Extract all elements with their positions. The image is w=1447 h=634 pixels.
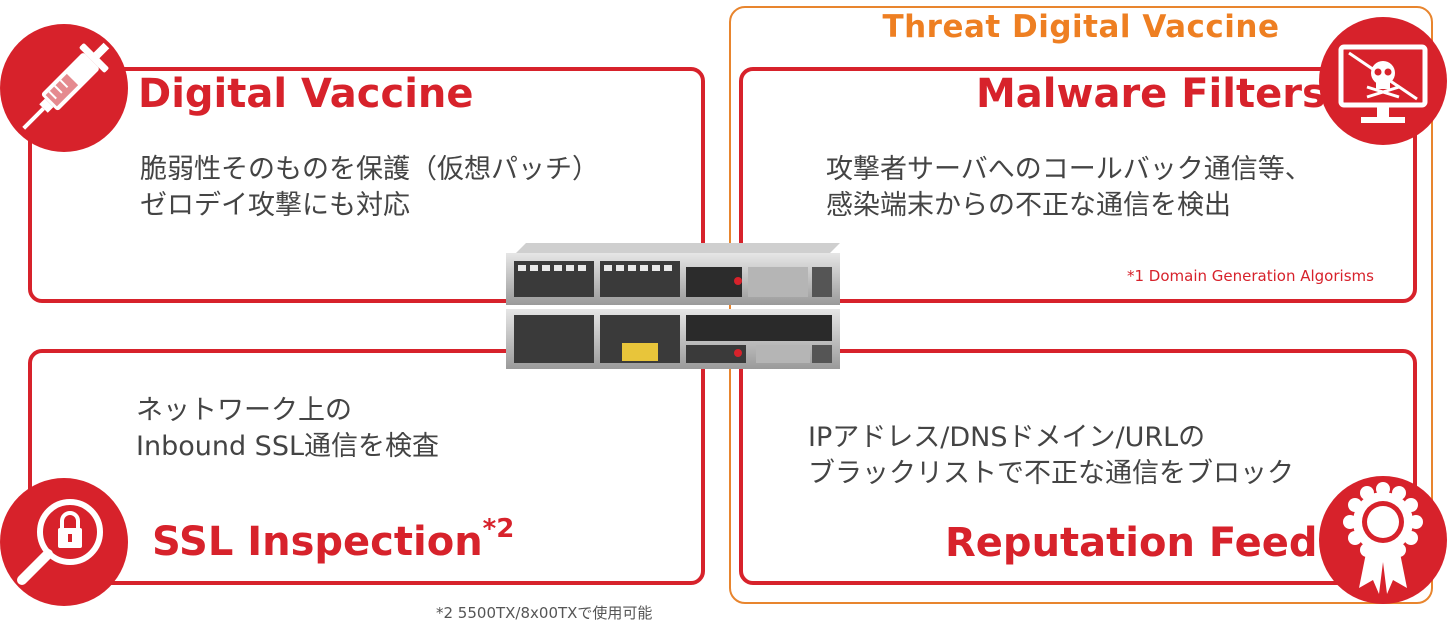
reputation-feed-title: Reputation Feed — [945, 520, 1318, 566]
ssl-inspection-title-text: SSL Inspection — [152, 519, 483, 565]
description-line: IPアドレス/DNSドメイン/URLの — [808, 422, 1206, 453]
ssl-inspection-description: ネットワーク上の Inbound SSL通信を検査 — [136, 393, 439, 465]
digital-vaccine-description: 脆弱性そのものを保護（仮想パッチ） ゼロデイ攻撃にも対応 — [140, 152, 599, 224]
reputation-feed-description: IPアドレス/DNSドメイン/URLの ブラックリストで不正な通信をブロック — [808, 420, 1294, 492]
description-line: ブラックリストで不正な通信をブロック — [808, 458, 1294, 489]
description-line: ネットワーク上の — [136, 395, 352, 426]
malware-filters-description: 攻撃者サーバへのコールバック通信等、 感染端末からの不正な通信を検出 — [826, 152, 1312, 224]
monitor-skull-icon — [1319, 17, 1447, 145]
digital-vaccine-title: Digital Vaccine — [138, 71, 474, 117]
description-line: 攻撃者サーバへのコールバック通信等、 — [826, 154, 1312, 185]
panel-malware-filters — [739, 67, 1417, 303]
footnote-ssl-models: *2 5500TX/8x00TXで使用可能 — [436, 604, 653, 622]
threat-digital-vaccine-title: Threat Digital Vaccine — [882, 9, 1280, 45]
description-line: ゼロデイ攻撃にも対応 — [140, 190, 410, 221]
network-appliance-icon — [506, 243, 840, 375]
description-line: Inbound SSL通信を検査 — [136, 431, 439, 462]
ssl-inspection-title: SSL Inspection*2 — [152, 516, 514, 565]
description-line: 感染端末からの不正な通信を検出 — [826, 190, 1231, 221]
panel-ssl-inspection — [28, 349, 705, 585]
description-line: 脆弱性そのものを保護（仮想パッチ） — [140, 154, 599, 185]
magnifier-lock-icon — [0, 478, 128, 606]
syringe-icon — [0, 24, 128, 152]
panel-reputation-feed — [739, 349, 1417, 585]
malware-filters-title: Malware Filters — [976, 71, 1326, 117]
award-rosette-icon — [1319, 476, 1447, 604]
malware-filters-note: *1 Domain Generation Algorisms — [1127, 267, 1374, 285]
ssl-inspection-superscript: *2 — [482, 514, 515, 544]
